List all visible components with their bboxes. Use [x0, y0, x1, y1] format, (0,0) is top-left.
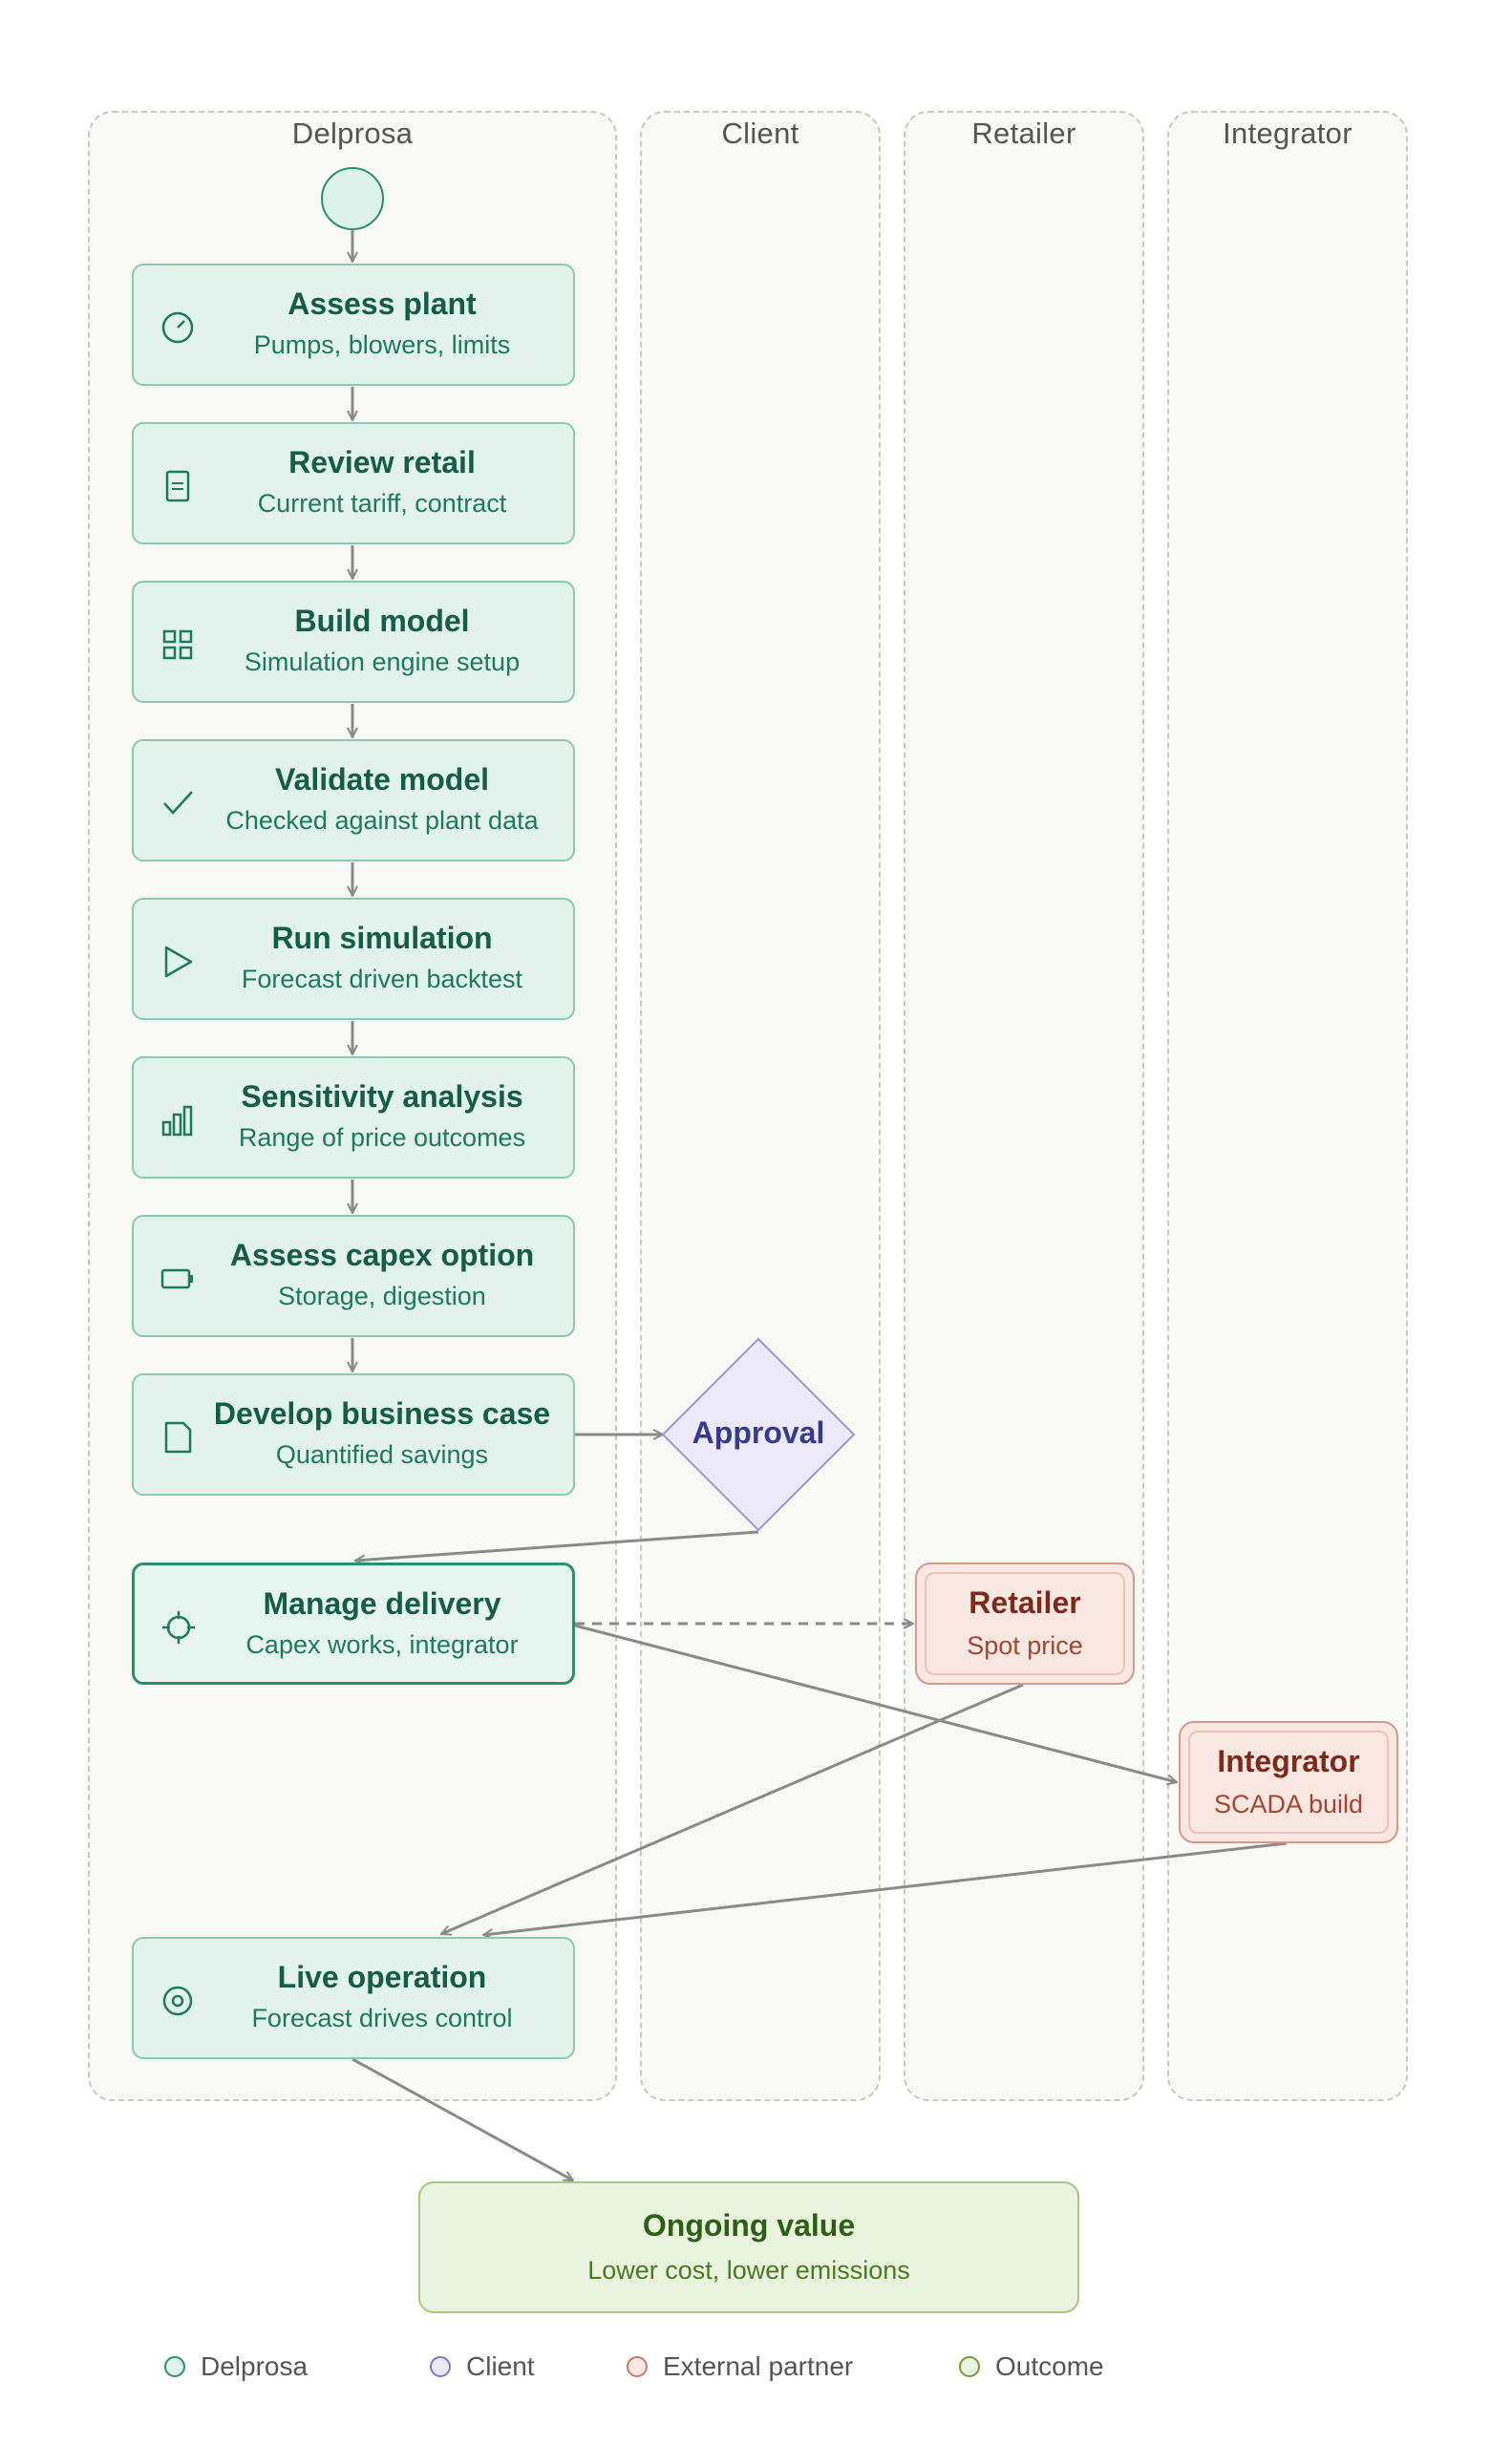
step-manage-delivery[interactable]: Manage delivery Capex works, integrator	[132, 1563, 575, 1685]
edge-approval-delivery	[355, 1530, 759, 1561]
step-title: Run simulation	[271, 921, 493, 955]
lane-title-retailer: Retailer	[971, 117, 1076, 150]
lane-title-client: Client	[721, 117, 799, 150]
step-run-simulation[interactable]: Run simulation Forecast driven backtest	[132, 898, 575, 1020]
step-title: Build model	[294, 604, 470, 638]
grid-icon	[162, 629, 193, 660]
legend-delprosa: Delprosa	[164, 2351, 308, 2382]
edge-integrator-live	[483, 1841, 1288, 1935]
edge-retailer-live	[441, 1683, 1024, 1934]
step-subtitle: Forecast driven backtest	[241, 965, 523, 993]
step-sensitivity-analysis[interactable]: Sensitivity analysis Range of price outc…	[132, 1056, 575, 1179]
legend-outcome: Outcome	[959, 2351, 1104, 2382]
partner-subtitle: SCADA build	[1213, 1790, 1364, 1818]
step-subtitle: Checked against plant data	[225, 806, 539, 835]
step-live-operation[interactable]: Live operation Forecast drives control	[132, 1937, 575, 2059]
legend-client: Client	[430, 2351, 535, 2382]
battery-icon	[160, 1268, 193, 1289]
partner-title: Integrator	[1217, 1744, 1360, 1778]
approval-label: Approval	[692, 1415, 825, 1450]
step-assess-capex[interactable]: Assess capex option Storage, digestion	[132, 1215, 575, 1337]
outcome-subtitle: Lower cost, lower emissions	[587, 2256, 910, 2285]
step-subtitle: Simulation engine setup	[244, 648, 521, 676]
crosshair-icon	[162, 1611, 195, 1644]
step-title: Assess plant	[287, 287, 477, 321]
page-icon	[164, 1421, 192, 1454]
outcome-title: Ongoing value	[642, 2208, 856, 2243]
legend-label: Outcome	[995, 2351, 1104, 2381]
step-title: Validate model	[274, 762, 490, 797]
step-title: Sensitivity analysis	[241, 1079, 523, 1114]
lane-title-integrator: Integrator	[1223, 117, 1352, 150]
target-icon	[162, 1986, 193, 2016]
legend-dot-icon	[959, 2356, 980, 2377]
legend-label: External partner	[663, 2351, 854, 2381]
step-assess-plant[interactable]: Assess plant Pumps, blowers, limits	[132, 264, 575, 386]
step-subtitle: Forecast drives control	[251, 2004, 513, 2032]
legend-dot-icon	[627, 2356, 648, 2377]
lane-retailer	[904, 111, 1144, 2101]
step-title: Assess capex option	[229, 1238, 535, 1272]
play-icon	[164, 946, 193, 978]
gauge-icon	[161, 311, 194, 344]
partner-inner-border	[925, 1572, 1125, 1675]
legend-dot-icon	[430, 2356, 451, 2377]
lane-client	[640, 111, 881, 2101]
partner-integrator[interactable]: Integrator SCADA build	[1179, 1721, 1398, 1843]
partner-title: Retailer	[969, 1585, 1081, 1620]
step-subtitle: Storage, digestion	[278, 1282, 486, 1310]
edge-delivery-integrator	[574, 1624, 1177, 1782]
edge-live-outcome	[351, 2057, 573, 2182]
step-develop-business-case[interactable]: Develop business case Quantified savings	[132, 1373, 575, 1496]
approval-diamond	[661, 1337, 856, 1532]
start-node	[321, 167, 384, 230]
step-title: Review retail	[288, 445, 476, 479]
step-subtitle: Pumps, blowers, limits	[253, 330, 511, 359]
legend-external-partner: External partner	[627, 2351, 853, 2382]
step-validate-model[interactable]: Validate model Checked against plant dat…	[132, 739, 575, 861]
partner-subtitle: Spot price	[967, 1631, 1083, 1660]
check-icon	[163, 791, 193, 815]
partner-retailer[interactable]: Retailer Spot price	[915, 1563, 1135, 1685]
legend-label: Delprosa	[201, 2351, 309, 2381]
step-build-model[interactable]: Build model Simulation engine setup	[132, 581, 575, 703]
step-title: Develop business case	[213, 1396, 551, 1431]
document-icon	[165, 470, 190, 502]
step-review-retail[interactable]: Review retail Current tariff, contract	[132, 422, 575, 544]
step-subtitle: Range of price outcomes	[238, 1123, 526, 1152]
step-subtitle: Quantified savings	[275, 1440, 489, 1469]
lane-title-delprosa: Delprosa	[291, 117, 414, 150]
outcome-ongoing-value[interactable]: Ongoing value Lower cost, lower emission…	[418, 2181, 1079, 2313]
step-title: Manage delivery	[263, 1586, 501, 1621]
step-title: Live operation	[277, 1960, 487, 1994]
partner-inner-border	[1188, 1731, 1389, 1834]
bar-chart-icon	[161, 1105, 193, 1137]
legend-dot-icon	[164, 2356, 185, 2377]
step-subtitle: Capex works, integrator	[245, 1630, 519, 1659]
step-subtitle: Current tariff, contract	[257, 489, 507, 518]
legend-label: Client	[466, 2351, 535, 2381]
